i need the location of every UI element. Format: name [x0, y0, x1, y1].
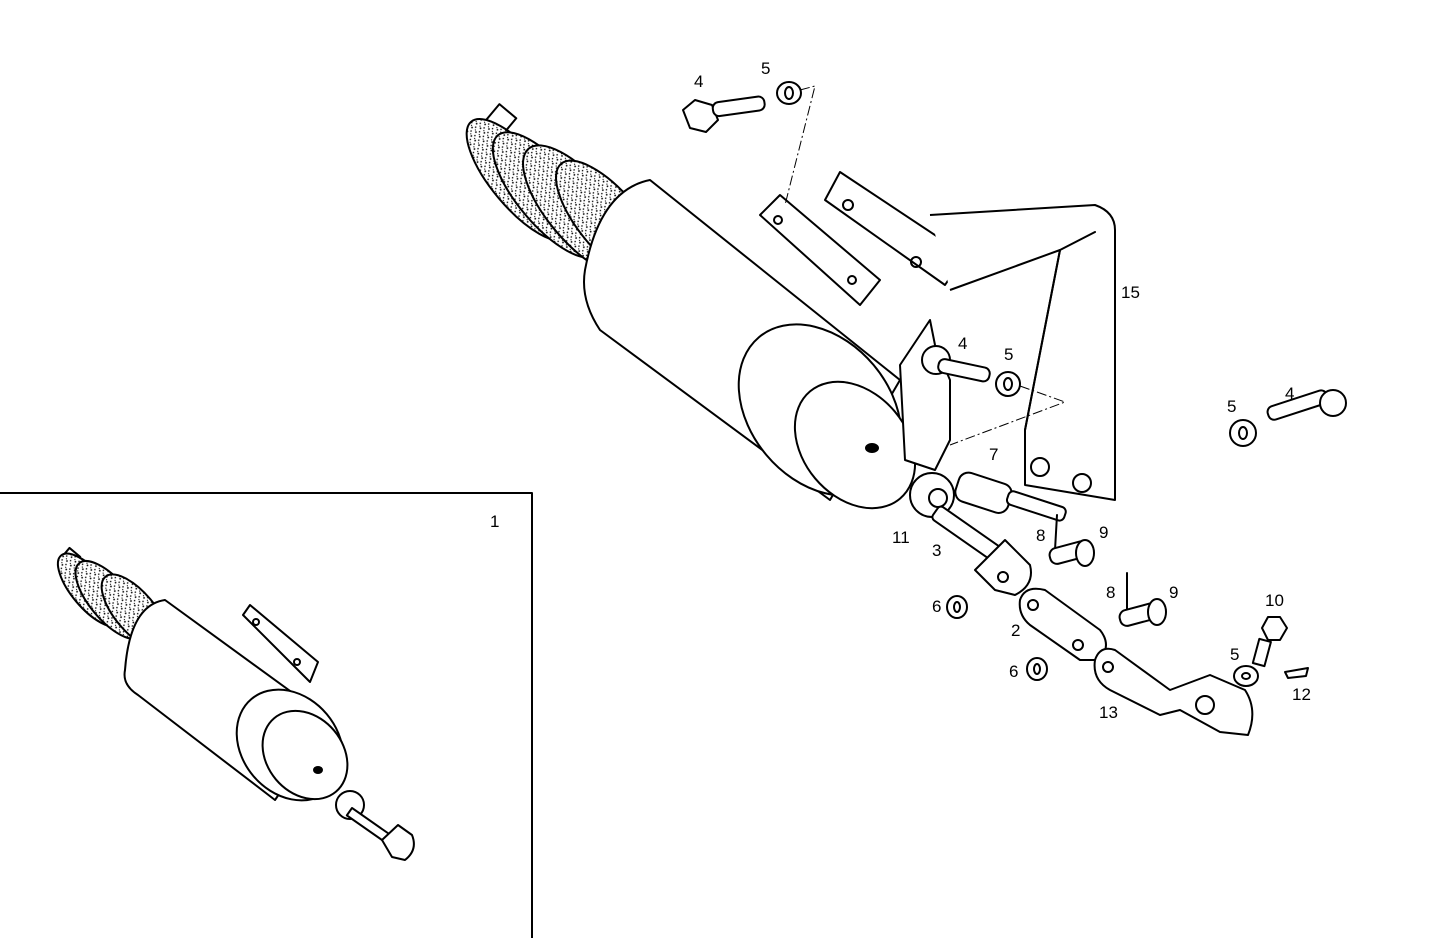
bolt-4-mid	[921, 345, 991, 383]
washer-5-mid	[995, 371, 1021, 397]
callout-7: 7	[989, 445, 999, 464]
callout-5: 5	[1230, 645, 1240, 664]
callout-11: 11	[892, 528, 910, 547]
bolt-4-top	[682, 95, 766, 133]
clevis-rod-3	[931, 505, 1032, 596]
callout-5: 5	[1004, 345, 1014, 364]
callout-4: 4	[1285, 384, 1295, 403]
lever-13	[1093, 647, 1254, 736]
washer-5-top	[776, 81, 802, 105]
washer-6a	[946, 595, 968, 619]
inset-frame	[0, 492, 533, 938]
washer-6b	[1026, 657, 1048, 681]
mounting-bracket	[824, 171, 1116, 501]
callout-12: 12	[1292, 685, 1311, 704]
washer-5-right	[1229, 419, 1257, 447]
callout-3: 3	[932, 541, 942, 560]
clevis-pin-9b	[1118, 598, 1167, 627]
key-12	[1284, 667, 1309, 679]
callout-6: 6	[1009, 662, 1019, 681]
split-pin-8a	[1054, 514, 1058, 551]
bolt-4-right	[1266, 389, 1347, 421]
callout-5: 5	[761, 59, 771, 78]
callout-9: 9	[1169, 583, 1179, 602]
solenoid-main	[465, 103, 917, 510]
callout-8: 8	[1106, 583, 1116, 602]
callout-15: 15	[1121, 283, 1140, 302]
callout-1-inset: 1	[490, 512, 500, 531]
callout-4: 4	[694, 72, 704, 91]
callout-9: 9	[1099, 523, 1109, 542]
stud-7	[954, 471, 1067, 522]
callout-2: 2	[1011, 621, 1021, 640]
callout-5: 5	[1227, 397, 1237, 416]
callout-6: 6	[932, 597, 942, 616]
callout-8: 8	[1036, 526, 1046, 545]
callout-4: 4	[958, 334, 968, 353]
link-2	[1018, 587, 1107, 661]
callout-10: 10	[1265, 591, 1284, 610]
assembly-line-mid	[949, 385, 1067, 446]
bolt-10	[1251, 616, 1288, 668]
washer-5-lower	[1233, 665, 1259, 687]
solenoid-inset	[56, 546, 415, 861]
callout-13: 13	[1099, 703, 1118, 722]
clevis-pin-9a	[1048, 539, 1095, 567]
assembly-line-top	[784, 85, 816, 206]
